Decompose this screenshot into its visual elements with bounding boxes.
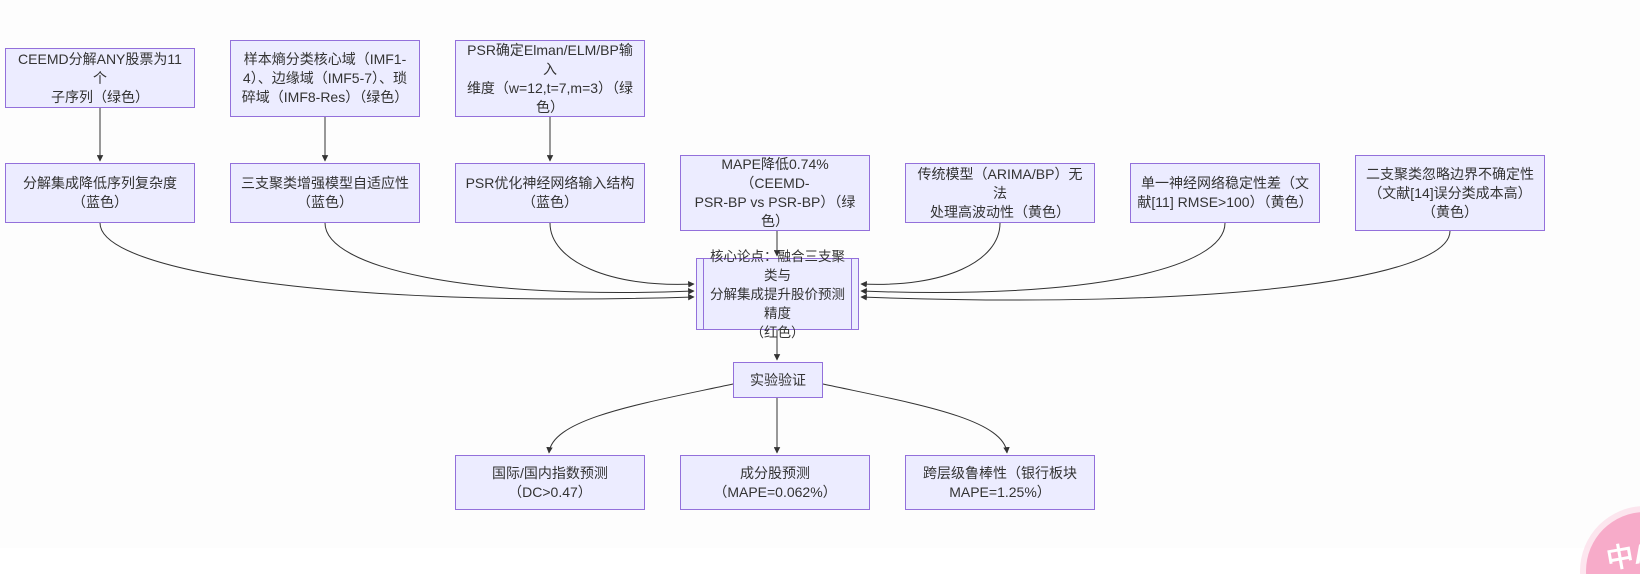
node-label: 分解集成降低序列复杂度 （蓝色） [23, 175, 177, 210]
node-single-nn: 单一神经网络稳定性差（文 献[11] RMSE>100）（黄色） [1130, 163, 1320, 223]
node-decompose-ensemble: 分解集成降低序列复杂度 （蓝色） [5, 163, 195, 223]
node-label: PSR确定Elman/ELM/BP输入 维度（w=12,t=7,m=3）（绿 色… [466, 41, 634, 115]
node-label: 三支聚类增强模型自适应性 （蓝色） [241, 175, 409, 210]
edge-twoway-to-core [860, 230, 1451, 301]
node-label: 跨层级鲁棒性（银行板块 MAPE=1.25%） [923, 464, 1077, 500]
edge-arima-to-core [860, 222, 1001, 288]
node-label: 传统模型（ARIMA/BP）无法 处理高波动性（黄色） [917, 165, 1083, 220]
node-stock-prediction: 成分股预测 （MAPE=0.062%） [680, 455, 870, 510]
node-label: PSR优化神经网络输入结构 （蓝色） [465, 175, 635, 210]
node-experiment-validation: 实验验证 [733, 362, 823, 398]
node-label: 国际/国内指数预测 （DC>0.47） [492, 464, 608, 500]
node-psr-optimize: PSR优化神经网络输入结构 （蓝色） [455, 163, 645, 223]
node-label: 实验验证 [750, 371, 806, 388]
translate-button-label: 中A [1604, 537, 1640, 574]
node-ceemd-decompose: CEEMD分解ANY股票为11个 子序列（绿色） [5, 48, 195, 108]
edge-decompose-to-core [99, 222, 695, 301]
node-sample-entropy: 样本熵分类核心域（IMF1- 4）、边缘域（IMF5-7）、琐 碎域（IMF8-… [230, 40, 420, 117]
node-twoway-cluster: 二支聚类忽略边界不确定性 （文献[14]误分类成本高） （黄色） [1355, 155, 1545, 231]
node-robustness: 跨层级鲁棒性（银行板块 MAPE=1.25%） [905, 455, 1095, 510]
bottom-strip [0, 548, 1640, 574]
edge-singlenn-to-core [860, 222, 1226, 295]
edge-psropt-to-core [549, 222, 695, 288]
node-label: 单一神经网络稳定性差（文 献[11] RMSE>100）（黄色） [1137, 175, 1313, 210]
edge-experiment-to-index [546, 383, 734, 454]
node-label: 样本熵分类核心域（IMF1- 4）、边缘域（IMF5-7）、琐 碎域（IMF8-… [241, 51, 409, 105]
node-label: 成分股预测 （MAPE=0.062%） [713, 464, 837, 500]
node-index-prediction: 国际/国内指数预测 （DC>0.47） [455, 455, 645, 510]
node-threeway-cluster: 三支聚类增强模型自适应性 （蓝色） [230, 163, 420, 223]
node-psr-input-dim: PSR确定Elman/ELM/BP输入 维度（w=12,t=7,m=3）（绿 色… [455, 40, 645, 117]
node-traditional-model: 传统模型（ARIMA/BP）无法 处理高波动性（黄色） [905, 163, 1095, 223]
node-label: CEEMD分解ANY股票为11个 子序列（绿色） [18, 50, 182, 105]
node-mape-reduce: MAPE降低0.74%（CEEMD- PSR-BP vs PSR-BP）（绿 色… [680, 155, 870, 231]
edge-experiment-to-robust [822, 383, 1010, 454]
node-label: 二支聚类忽略边界不确定性 （文献[14]误分类成本高） （黄色） [1366, 165, 1534, 220]
node-label: MAPE降低0.74%（CEEMD- PSR-BP vs PSR-BP）（绿 色… [694, 156, 856, 229]
node-label: 核心论点：融合三支聚类与 分解集成提升股价预测精度 （红色） [710, 248, 845, 340]
node-core-thesis: 核心论点：融合三支聚类与 分解集成提升股价预测精度 （红色） [696, 249, 859, 340]
edge-threeway-to-core [324, 222, 695, 295]
